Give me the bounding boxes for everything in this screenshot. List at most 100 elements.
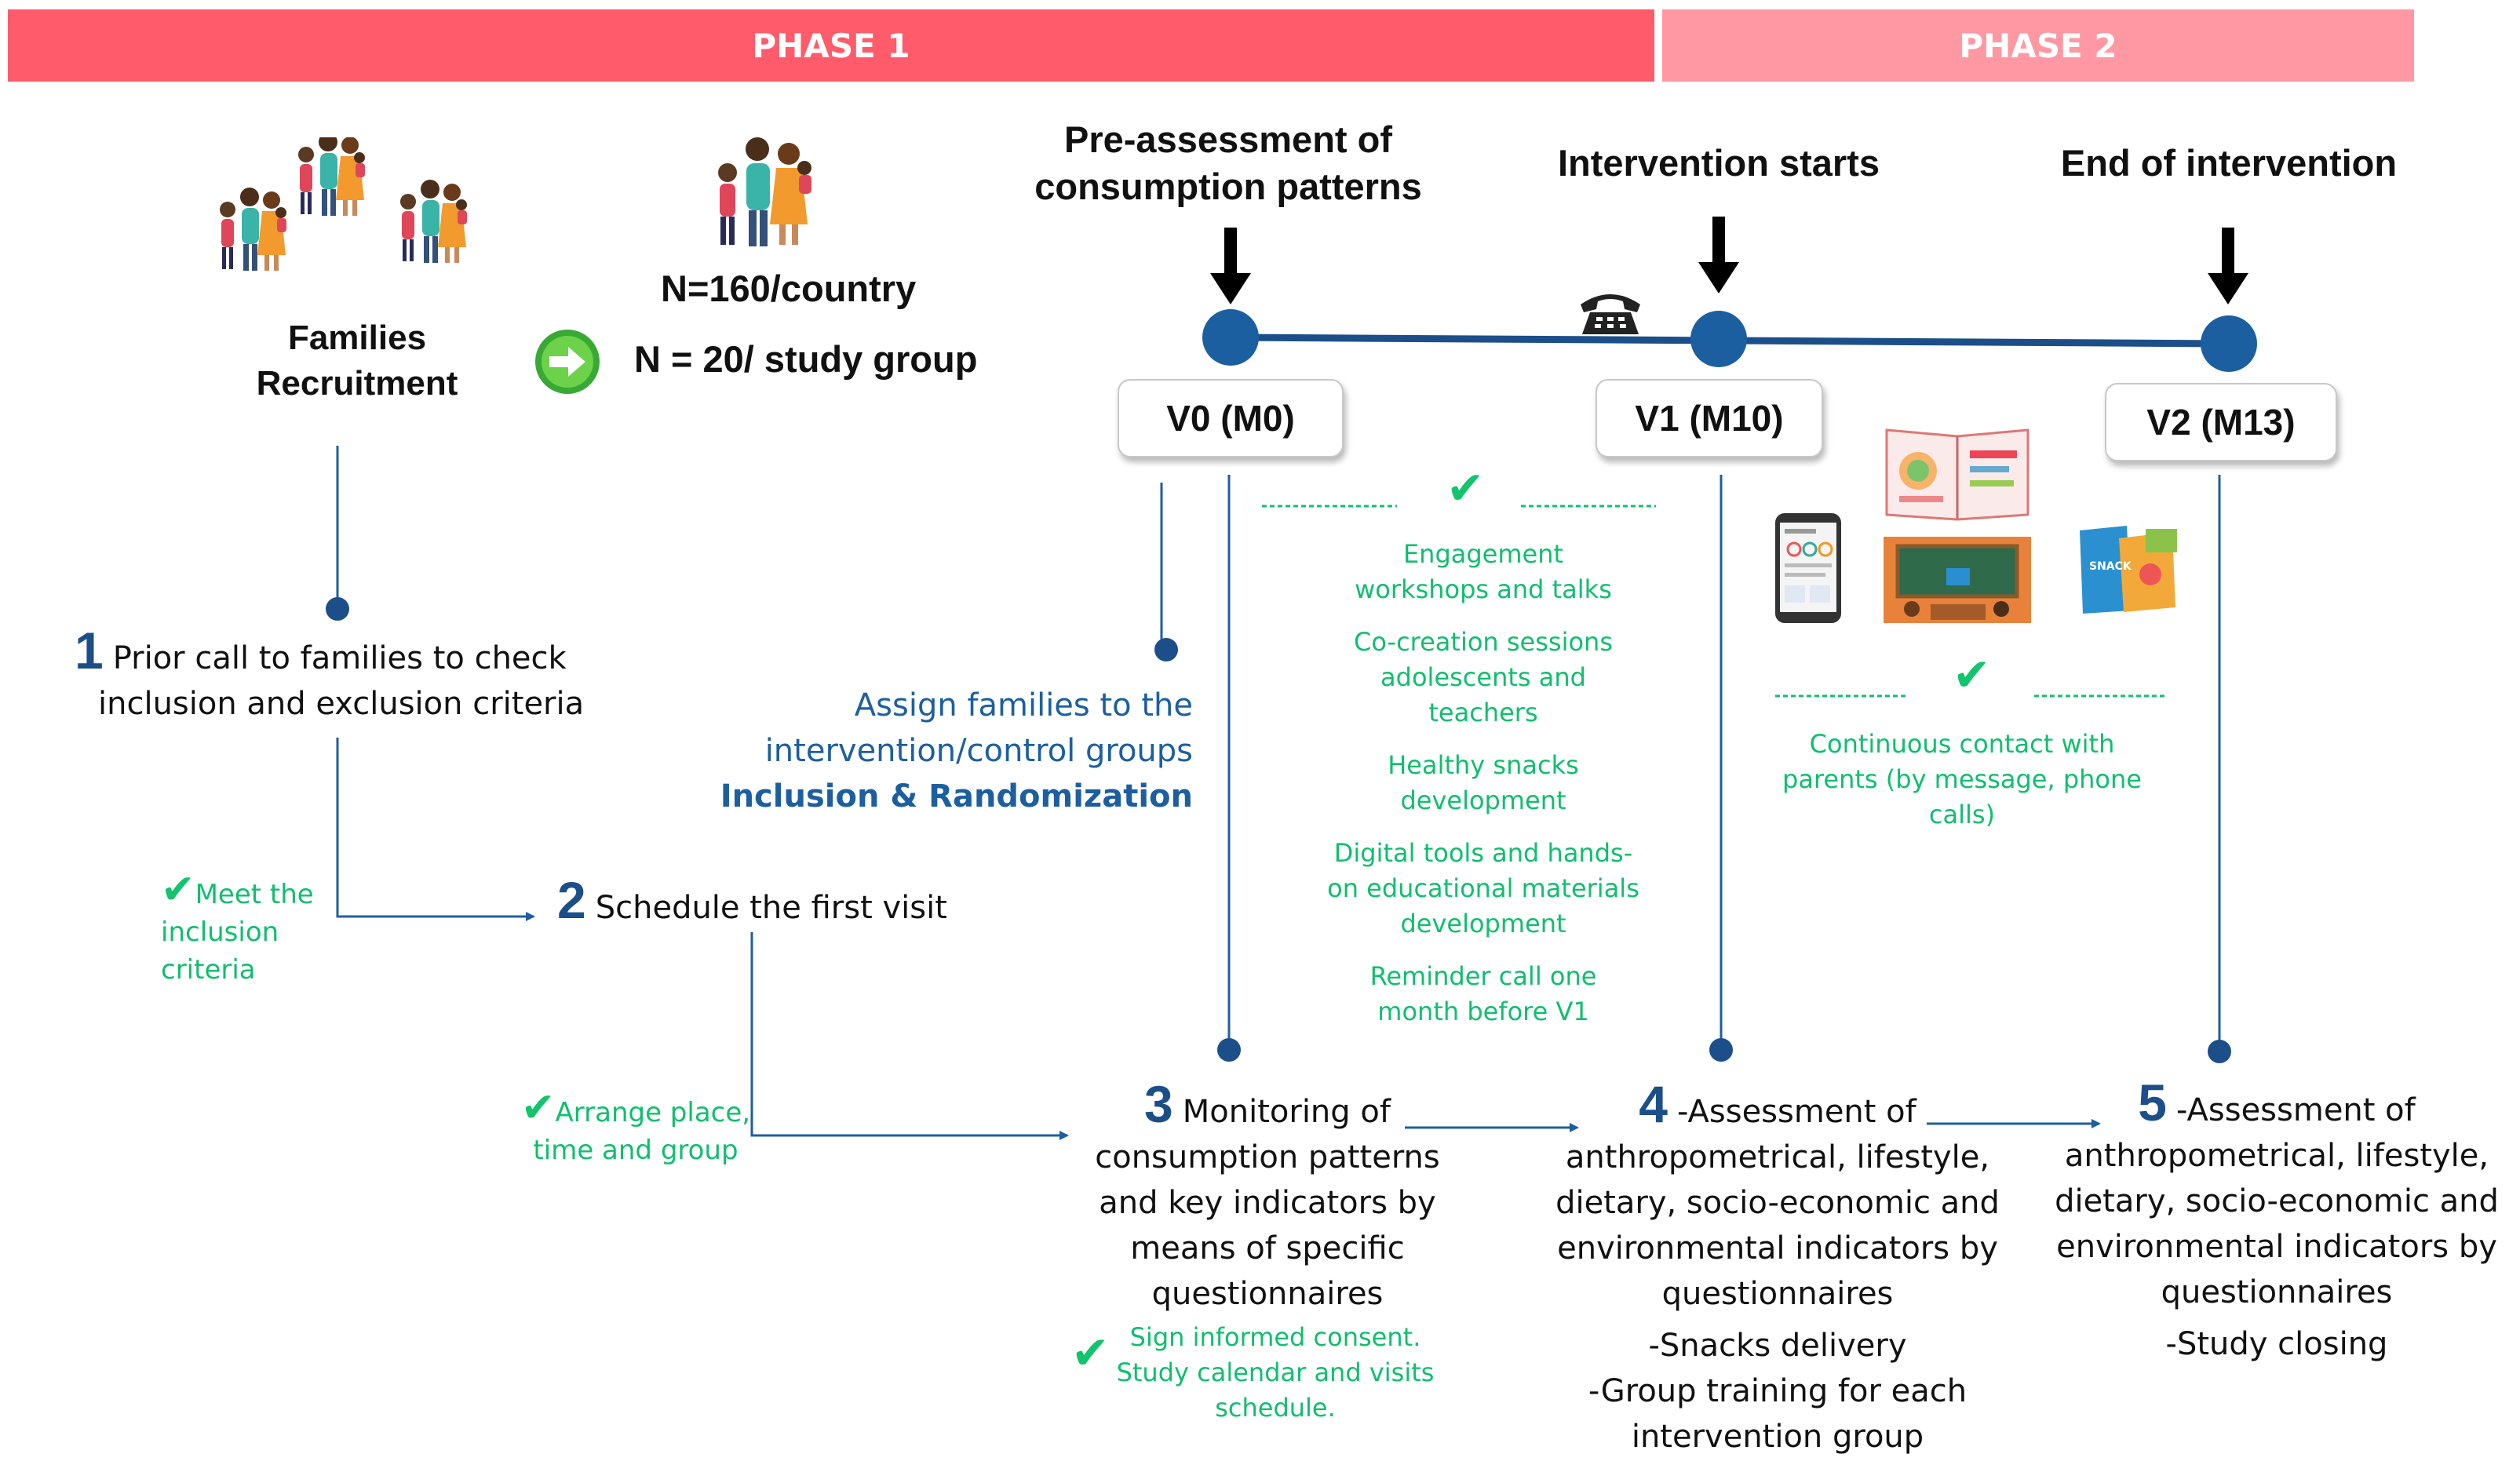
step-5: 5-Assessment of anthropometrical, lifest… — [2037, 1077, 2517, 1367]
step-1-number: 1 — [75, 621, 104, 680]
recruitment-line-1: Families — [287, 319, 427, 357]
step-5-first-line: -Assessment of — [2175, 1092, 2416, 1128]
phone-icon — [1581, 294, 1640, 334]
step-5-line: environmental indicators by — [2056, 1229, 2497, 1265]
meet-criteria-line-1: Meet the — [195, 879, 314, 910]
step-4-line: dietary, socio-economic and — [1555, 1185, 2000, 1221]
step-4-line: -Group training for each — [1588, 1373, 1967, 1409]
sample-per-country: N=160/country — [661, 268, 917, 309]
contact-line-3: calls) — [1928, 800, 1996, 829]
contact-line-1: Continuous contact with — [1809, 729, 2115, 759]
activity-line: Co-creation sessions — [1354, 627, 1613, 657]
step-3-number: 3 — [1144, 1075, 1173, 1133]
contact-line-2: parents (by message, phone — [1782, 764, 2142, 794]
phase-activities-list: Engagement workshops and talks Co-creati… — [1303, 537, 1664, 1030]
intervention-starts-header: Intervention starts — [1557, 142, 1880, 184]
assign-families-block: Assign families to the intervention/cont… — [691, 683, 1193, 819]
milestone-arrows — [1210, 217, 2248, 304]
step-4-line: intervention group — [1631, 1419, 1924, 1455]
activity-line: on educational materials — [1327, 873, 1639, 903]
family-icon — [220, 137, 467, 271]
step-5-number: 5 — [2138, 1073, 2167, 1132]
assign-line-2: intervention/control groups — [764, 733, 1193, 769]
activity-line: workshops and talks — [1355, 574, 1612, 604]
green-arrow-icon — [535, 330, 600, 394]
step-4-line: environmental indicators by — [1557, 1230, 1998, 1266]
step-2-number: 2 — [557, 871, 586, 929]
assign-bold-line: Inclusion & Randomization — [720, 778, 1193, 814]
step-4: 4-Assessment of anthropometrical, lifest… — [1534, 1078, 2021, 1460]
check-icon: ✔ — [520, 1084, 556, 1132]
visit-v0-box: V0 (M0) — [1118, 379, 1344, 457]
consent-line-3: schedule. — [1215, 1393, 1336, 1423]
recipe-book-icon — [1885, 428, 2029, 521]
step-4-line: questionnaires — [1661, 1276, 1894, 1312]
assign-line-1: Assign families to the — [854, 687, 1193, 723]
step-4-line: anthropometrical, lifestyle, — [1565, 1139, 1990, 1175]
families-recruitment-label: Families Recruitment — [220, 315, 494, 406]
arrange-note: ✔Arrange place, time and group — [518, 1088, 753, 1169]
visit-v1-box: V1 (M10) — [1596, 379, 1823, 457]
activity-co-creation: Co-creation sessions adolescents and tea… — [1303, 625, 1664, 731]
step-4-number: 4 — [1639, 1075, 1668, 1133]
visit-v2-box: V2 (M13) — [2105, 383, 2337, 461]
arrange-line-1: Arrange place, — [555, 1097, 751, 1128]
timeline-node-v0 — [1202, 309, 1259, 366]
phase-1-banner: PHASE 1 — [8, 9, 1654, 82]
step-1-line-1: Prior call to families to check — [112, 640, 567, 676]
step-5-line: dietary, socio-economic and — [2055, 1183, 2499, 1219]
timeline-node-v2 — [2201, 315, 2257, 372]
step-3-first-line: Monitoring of — [1182, 1094, 1391, 1130]
step-5-line: questionnaires — [2161, 1274, 2393, 1310]
arrange-line-2: time and group — [533, 1135, 738, 1166]
consent-line-1: Sign informed consent. — [1129, 1322, 1421, 1352]
step-4-first-line: -Assessment of — [1676, 1094, 1916, 1130]
step-3-line: consumption patterns — [1095, 1139, 1440, 1175]
meet-criteria-line-2: inclusion criteria — [161, 917, 279, 986]
sample-per-group: N = 20/ study group — [634, 338, 978, 380]
continuous-contact-note: Continuous contact with parents (by mess… — [1758, 727, 2166, 833]
activity-engagement: Engagement workshops and talks — [1303, 537, 1664, 607]
smartphone-icon — [1775, 513, 1841, 623]
snack-pack-label: SNACK — [2089, 560, 2132, 573]
consent-note: Sign informed consent. Study calendar an… — [1107, 1320, 1444, 1426]
step-3-line: means of specific — [1130, 1230, 1405, 1266]
step-4-line: -Snacks delivery — [1648, 1328, 1907, 1364]
snack-pack-icon: SNACK — [2080, 526, 2177, 614]
step-2-text: Schedule the first visit — [595, 890, 947, 926]
pre-assessment-line-1: Pre-assessment of — [1064, 118, 1392, 160]
step-3-line: questionnaires — [1151, 1276, 1384, 1312]
activity-line: Reminder call one — [1369, 961, 1597, 991]
activity-line: Digital tools and hands- — [1333, 838, 1633, 868]
activity-line: teachers — [1428, 698, 1538, 727]
meet-criteria-note: ✔Meet the inclusion criteria — [161, 869, 373, 989]
step-1-line-2: inclusion and exclusion criteria — [98, 686, 585, 722]
activity-line: Healthy snacks — [1388, 750, 1579, 780]
step-5-line: -Study closing — [2165, 1326, 2388, 1362]
activity-digital-tools: Digital tools and hands- on educational … — [1303, 836, 1664, 942]
family-icon-small — [718, 137, 811, 246]
pre-assessment-header: Pre-assessment of consumption patterns — [997, 116, 1460, 210]
check-icon: ✔ — [161, 866, 195, 913]
consent-line-2: Study calendar and visits — [1116, 1357, 1435, 1387]
step-5-line: anthropometrical, lifestyle, — [2064, 1138, 2489, 1174]
activity-healthy-snacks: Healthy snacks development — [1303, 748, 1664, 818]
activity-line: development — [1400, 785, 1566, 815]
check-icon: ✔ — [1953, 648, 1991, 702]
activity-line: month before V1 — [1377, 997, 1589, 1026]
pre-assessment-line-2: consumption patterns — [1034, 166, 1422, 207]
check-icon: ✔ — [1446, 461, 1485, 515]
activity-line: Engagement — [1402, 539, 1564, 569]
timeline-node-v1 — [1690, 311, 1747, 367]
recruitment-line-2: Recruitment — [256, 364, 458, 403]
step-3-line: and key indicators by — [1099, 1185, 1436, 1221]
activity-line: development — [1400, 909, 1566, 938]
activity-line: adolescents and — [1380, 662, 1586, 692]
check-icon: ✔ — [1071, 1326, 1110, 1379]
end-of-intervention-header: End of intervention — [2060, 142, 2398, 184]
